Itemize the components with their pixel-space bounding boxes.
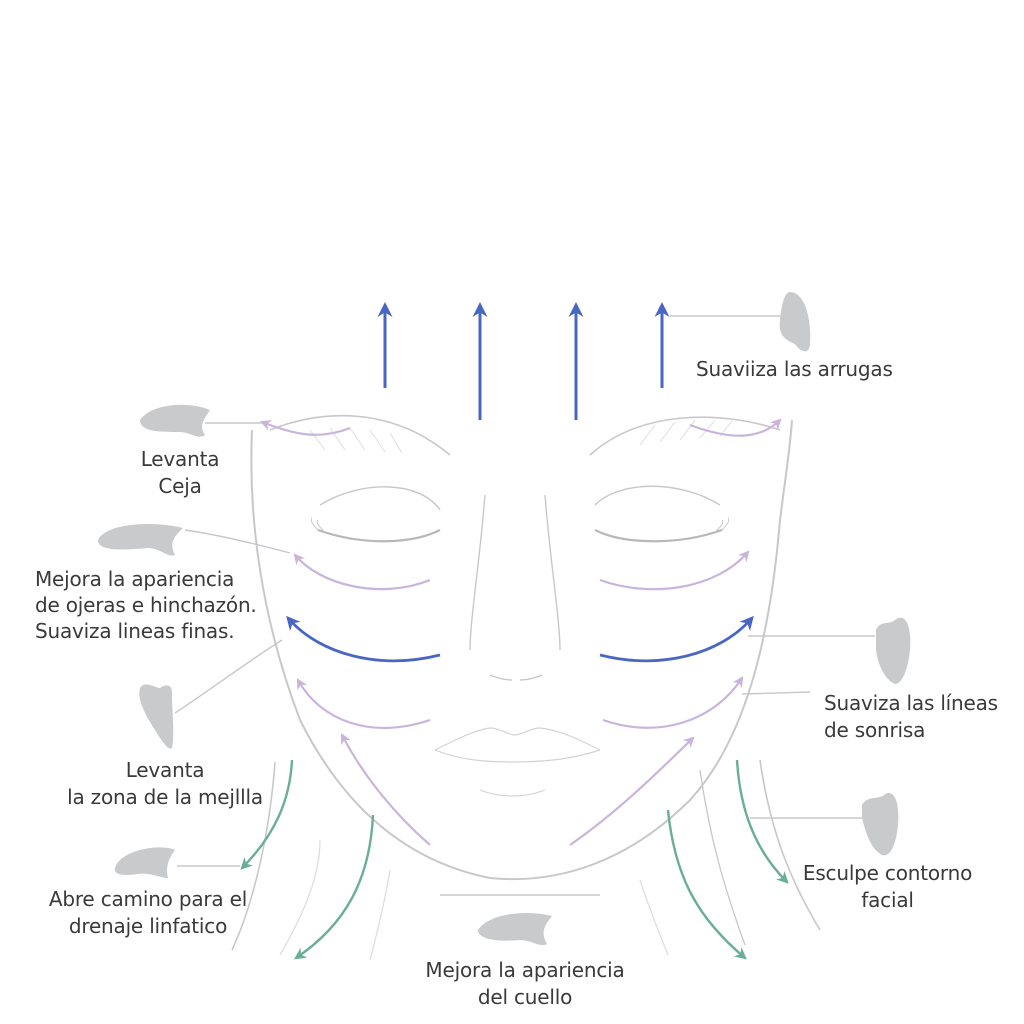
forehead-up-arrows <box>377 302 670 420</box>
smile-arrows <box>296 676 744 846</box>
label-eyes: Mejora la apariencia de ojeras e hinchaz… <box>35 567 257 643</box>
under-eye-arrows <box>293 550 750 591</box>
label-smile: Suaviza las líneas de sonrisa <box>824 691 998 742</box>
label-wrinkles: Suaviiza las arrugas <box>696 357 893 381</box>
gua-sha-tool-icon <box>779 292 811 352</box>
gua-sha-tool-icons <box>98 292 911 946</box>
cheek-arrows <box>286 615 754 663</box>
neck-arrows <box>240 759 789 960</box>
label-brow: Levanta Ceja <box>140 447 220 498</box>
label-neck: Mejora la apariencia del cuello <box>425 958 625 1009</box>
brow-arrows <box>259 418 782 437</box>
gua-sha-tool-icon <box>876 617 911 684</box>
gua-sha-tool-icon <box>140 404 210 437</box>
label-lymph: Abre camino para el drenaje linfatico <box>48 887 248 938</box>
leader-lines <box>174 315 875 867</box>
gua-sha-tool-icon <box>478 912 552 946</box>
gua-sha-tool-icon <box>139 684 174 749</box>
label-contour: Esculpe contorno facial <box>802 861 973 912</box>
gua-sha-tool-icon <box>114 847 175 878</box>
face-outline <box>231 414 821 961</box>
gua-sha-tool-icon <box>862 793 899 856</box>
label-cheek: Levanta la zona de la mejllla <box>67 758 263 809</box>
gua-sha-tool-icon <box>98 524 183 556</box>
